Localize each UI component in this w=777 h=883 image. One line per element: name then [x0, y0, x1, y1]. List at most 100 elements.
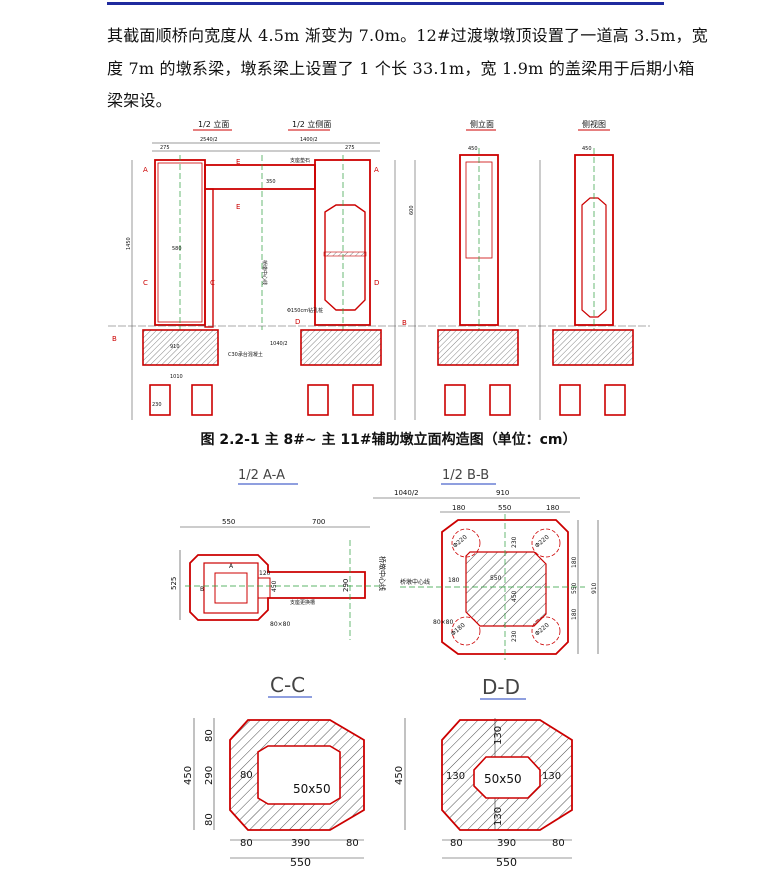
pile — [191, 384, 213, 416]
dim-label: 180 — [546, 504, 559, 512]
dim-label: 230 — [511, 630, 518, 642]
section-title: D-D — [482, 675, 520, 699]
dim-label: 550 — [496, 856, 517, 869]
dim-label: 230 — [152, 402, 162, 408]
title-side-view: 侧视图 — [582, 119, 606, 129]
section-mark: D — [295, 318, 300, 326]
title-half-elevation: 1/2 立面 — [198, 119, 229, 129]
dim-label: 50x50 — [293, 782, 331, 796]
dim-label: 80 — [346, 838, 359, 849]
dim-label: 580 — [172, 246, 182, 252]
dim-label: 130 — [446, 771, 465, 782]
title-half-side: 1/2 立侧面 — [292, 119, 331, 129]
dim-label: 80 — [552, 838, 565, 849]
dim-label: 80×80 — [433, 619, 453, 626]
section-mark: E — [236, 158, 240, 166]
section-mark: B — [112, 335, 117, 343]
dim-label: 450 — [582, 146, 592, 152]
dim-label: 450 — [394, 766, 405, 785]
dim-label: 700 — [312, 518, 325, 526]
title-side-elevation: 侧立面 — [470, 119, 494, 129]
pile-note: Φ150cm钻孔桩 — [287, 307, 323, 314]
section-dd: D-D 450 130 130 50x50 130 130 80 390 80 … — [394, 675, 573, 869]
pile — [444, 384, 466, 416]
dim-label: 550 — [571, 582, 578, 594]
dim-label: 290 — [342, 579, 350, 592]
dim-label: 350 — [266, 179, 276, 185]
body-paragraph: 其截面顺桥向宽度从 4.5m 渐变为 7.0m。12#过渡墩墩顶设置了一道高 3… — [107, 20, 708, 118]
dim-label: 390 — [497, 838, 516, 849]
bb-note: 桥墩中心线 — [400, 578, 430, 586]
pile — [352, 384, 374, 416]
dim-label: 600 — [409, 205, 415, 215]
dim-label: 450 — [183, 766, 194, 785]
dim-label: 390 — [291, 838, 310, 849]
pile — [559, 384, 581, 416]
dd-hollow — [473, 756, 541, 799]
dim-label: B — [200, 586, 204, 593]
dim-label: 180 — [448, 577, 460, 584]
section-cc: C-C 450 80 290 80 50x50 80 80 390 80 550 — [183, 673, 365, 869]
paragraph-line: 梁架设。 — [107, 91, 172, 110]
dim-label: 180 — [452, 504, 465, 512]
cc-hollow — [257, 745, 341, 805]
c30-note: C30承台混凝土 — [228, 351, 263, 358]
dim-label: 80×80 — [270, 621, 290, 628]
pile — [604, 384, 626, 416]
dim-label: 450 — [511, 590, 518, 602]
section-mark: C — [210, 279, 215, 287]
dim-label: 450 — [468, 146, 478, 152]
dim-label: 120 — [259, 570, 271, 577]
dim-label: 290 — [204, 766, 215, 785]
section-mark: C — [143, 279, 148, 287]
dim-label: Φ220 — [452, 534, 469, 550]
paragraph-line: 度 7m 的墩系梁，墩系梁上设置了 1 个长 33.1m，宽 1.9m 的盖梁用… — [107, 58, 695, 78]
dim-label: 1400/2 — [300, 137, 318, 143]
section-mark: A — [374, 166, 379, 174]
dim-label: 180 — [571, 556, 578, 568]
section-aa: 1/2 A-A 550 700 525 A B 120 450 支座更换槽 29… — [170, 468, 380, 640]
dim-label: 550 — [490, 575, 502, 582]
dim-label: 1040/2 — [270, 341, 288, 347]
axis-label: 桥墩中心线 — [378, 556, 387, 591]
dim-label: Φ220 — [534, 534, 551, 550]
pier-column — [314, 159, 371, 326]
dim-label: 80 — [240, 838, 253, 849]
dim-label: 2540/2 — [200, 137, 218, 143]
dim-label: 1040/2 — [394, 489, 419, 497]
dim-label: 1450 — [126, 237, 132, 250]
section-mark: E — [236, 203, 240, 211]
dim-label: 275 — [345, 145, 355, 151]
dim-label: 910 — [170, 344, 180, 350]
dim-label: 525 — [170, 577, 178, 590]
section-title: C-C — [270, 673, 305, 697]
dim-label: 130 — [542, 771, 561, 782]
dim-label: 80 — [204, 729, 215, 742]
section-mark: B — [402, 319, 407, 327]
axis-note: 桥墩中心线 — [261, 260, 268, 285]
dim-label: 1010 — [170, 374, 183, 380]
aa-note: 支座更换槽 — [290, 599, 315, 606]
dim-label: 910 — [591, 582, 598, 594]
dim-label: 80 — [240, 770, 253, 781]
dim-label: 550 — [290, 856, 311, 869]
dim-label: 50x50 — [484, 772, 522, 786]
section-mark: D — [374, 279, 379, 287]
dim-label: A — [229, 563, 234, 570]
section-title: 1/2 A-A — [238, 468, 285, 483]
beam-note: 支座垫石 — [290, 157, 310, 164]
pile — [307, 384, 329, 416]
elevation-drawing: 1/2 立面 1/2 立侧面 侧立面 侧视图 2540/2 1400/2 275… — [108, 119, 650, 420]
dim-label: 550 — [498, 504, 511, 512]
pier-hollow — [324, 204, 366, 311]
dim-label: 80 — [204, 813, 215, 826]
dim-label: 450 — [271, 580, 278, 592]
section-bb: 1/2 B-B 1040/2 910 180 550 180 桥墩中心线 Φ22… — [373, 468, 599, 660]
bb-outline — [441, 519, 569, 655]
dim-label: 910 — [496, 489, 509, 497]
section-mark: A — [143, 166, 148, 174]
header-rule — [107, 2, 664, 5]
dim-label: 550 — [222, 518, 235, 526]
dim-label: 80 — [450, 838, 463, 849]
